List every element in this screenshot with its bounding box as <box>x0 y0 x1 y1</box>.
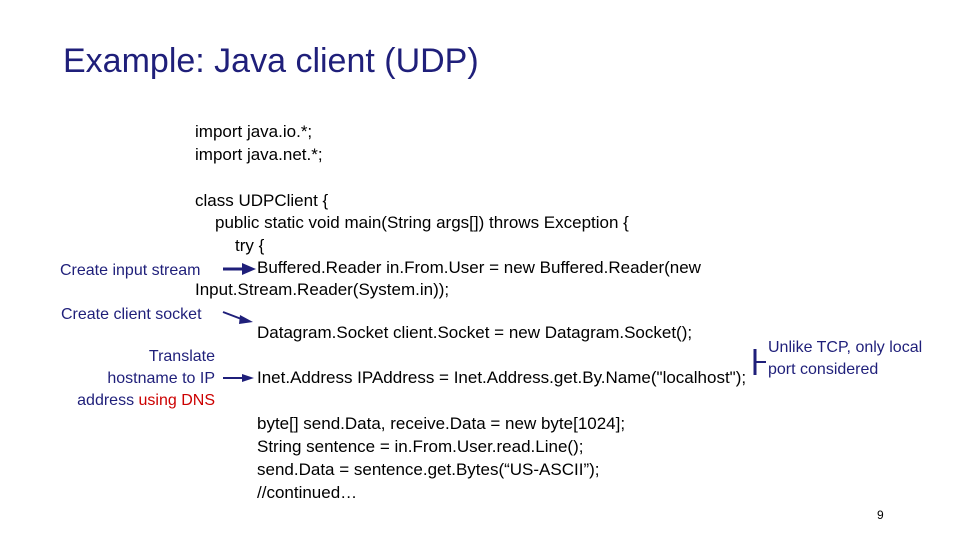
annotation-translate-line2: hostname to IP <box>107 370 215 387</box>
code-sentence-line: String sentence = in.From.User.read.Line… <box>257 437 584 456</box>
arrow-tcp-icon <box>753 349 766 375</box>
annotation-translate: Translate hostname to IP address using D… <box>55 346 215 412</box>
annotation-using-dns: using DNS <box>138 392 215 409</box>
annotation-translate-line3: address using DNS <box>55 390 215 412</box>
code-try-open: try { <box>235 236 265 255</box>
arrow-translate-icon <box>223 374 254 382</box>
annotation-client-socket: Create client socket <box>61 306 202 323</box>
page-title: Example: Java client (UDP) <box>63 42 479 80</box>
annotation-translate-address: address <box>77 392 139 409</box>
annotation-input-stream: Create input stream <box>60 262 201 279</box>
annotation-tcp: Unlike TCP, only local port considered <box>768 337 922 381</box>
code-send-data-decl: byte[] send.Data, receive.Data = new byt… <box>257 414 626 433</box>
code-reader-line1: Buffered.Reader in.From.User = new Buffe… <box>257 258 701 277</box>
annotation-tcp-line1: Unlike TCP, only local <box>768 339 923 356</box>
code-import-net: import java.net.*; <box>195 145 323 164</box>
code-continued: //continued… <box>257 483 358 502</box>
code-ipaddress-line: Inet.Address IPAddress = Inet.Address.ge… <box>257 368 747 387</box>
arrow-input-stream-icon <box>223 263 256 275</box>
code-reader-line2: Input.Stream.Reader(System.in)); <box>195 280 450 299</box>
annotation-translate-line1: Translate <box>148 348 215 365</box>
code-class-decl: class UDPClient { <box>195 191 329 210</box>
arrow-client-socket-icon <box>222 311 253 324</box>
code-socket-line: Datagram.Socket client.Socket = new Data… <box>257 323 693 342</box>
code-import-io: import java.io.*; <box>195 122 313 141</box>
code-main-decl: public static void main(String args[]) t… <box>215 213 629 232</box>
code-get-bytes-line: send.Data = sentence.get.Bytes(“US-ASCII… <box>257 460 600 479</box>
annotation-tcp-line2: port considered <box>768 361 879 378</box>
page-number: 9 <box>877 508 884 522</box>
